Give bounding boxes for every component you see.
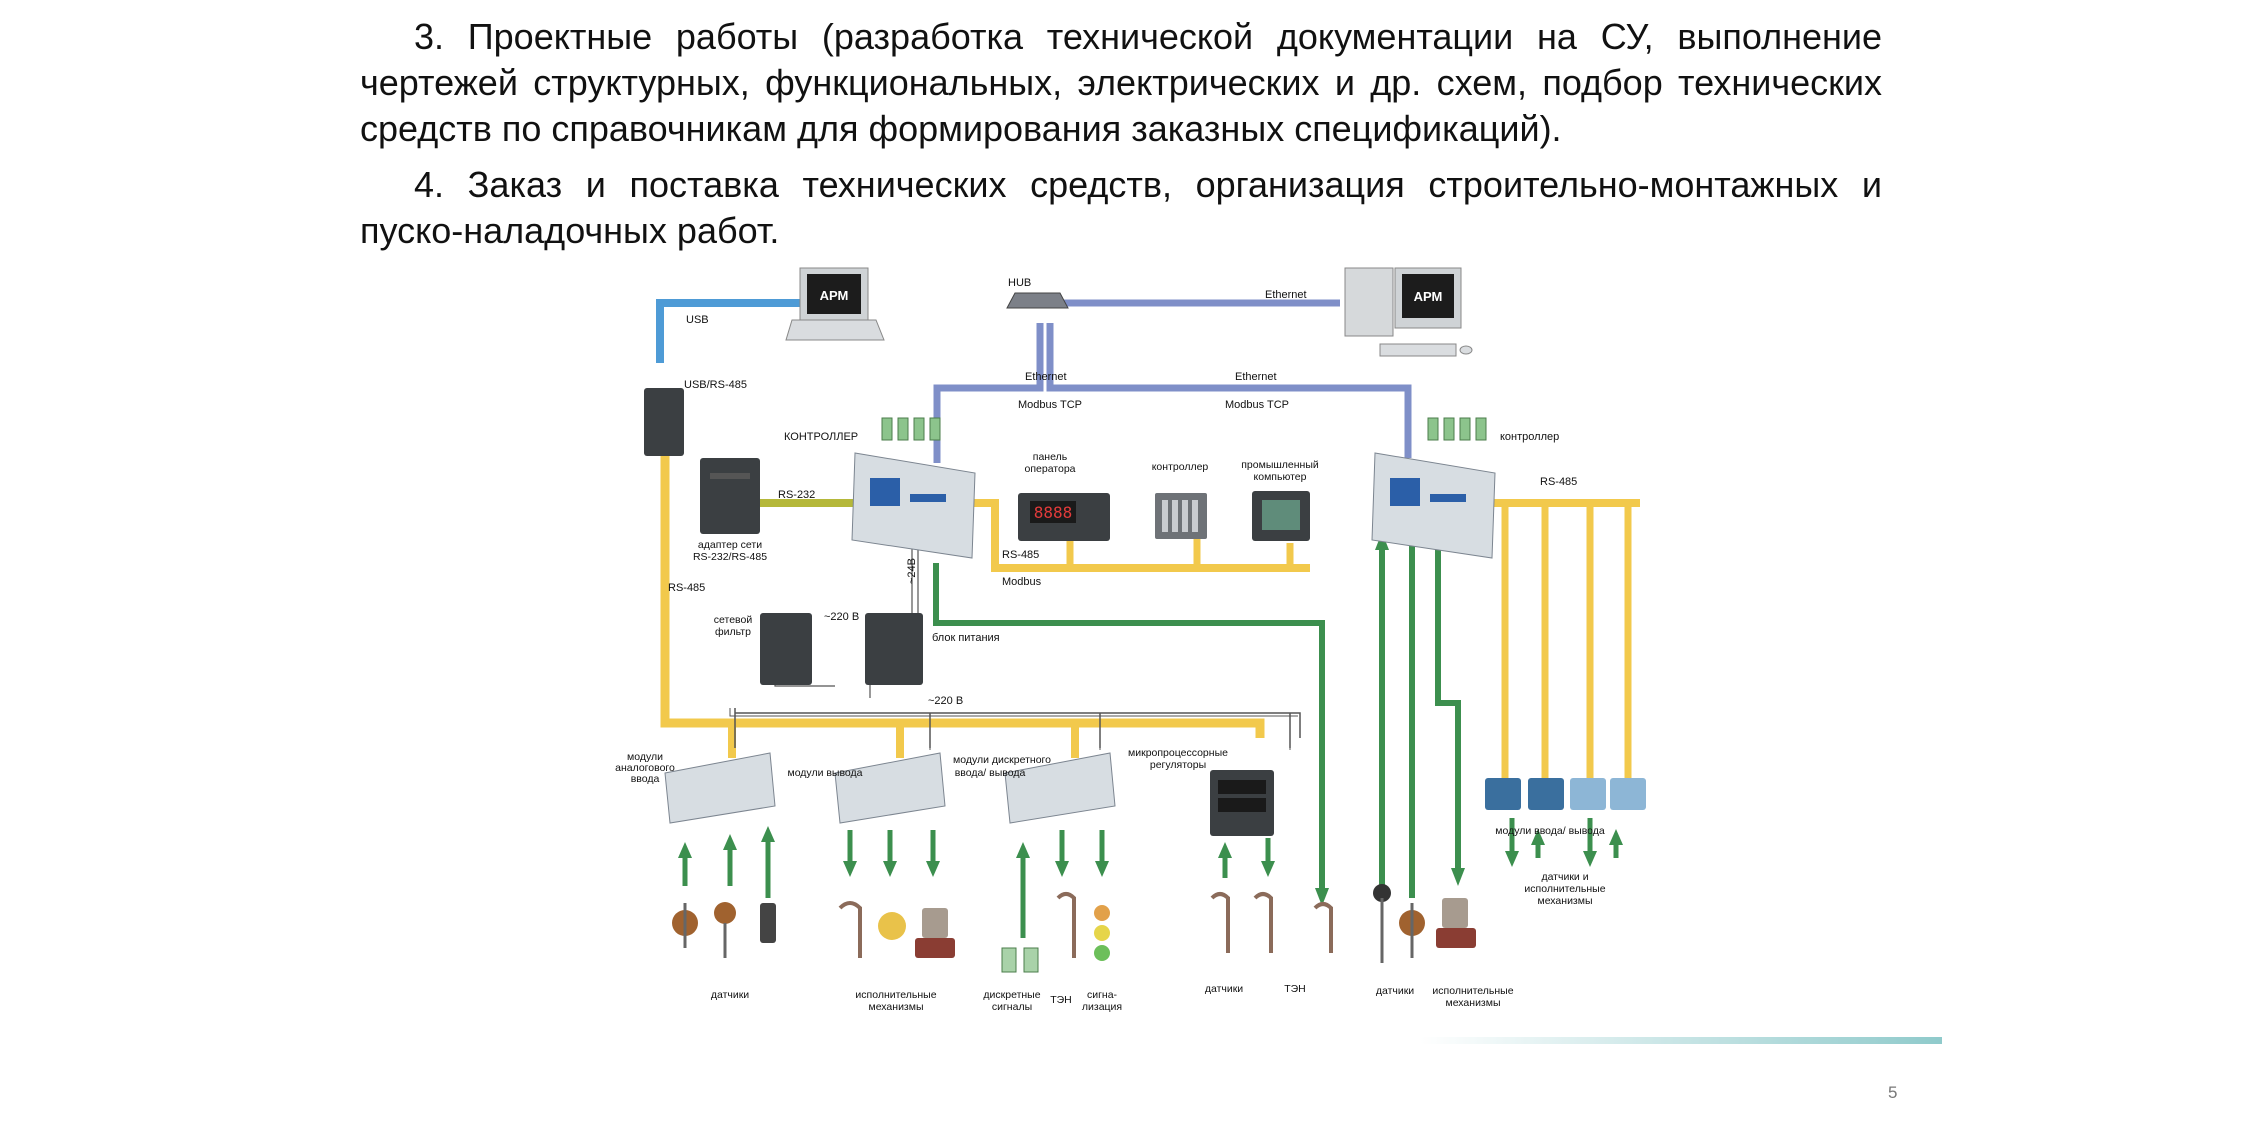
sensors-icon: [672, 902, 776, 958]
ethernet-label-top: Ethernet: [1265, 289, 1307, 301]
ethernet-to-right-controller: [1046, 323, 1412, 458]
rs232-label: RS-232: [778, 489, 815, 501]
actuators-label-2a: исполнительные: [1432, 985, 1513, 997]
v220-label-bottom: ~220 В: [928, 695, 963, 707]
regulator-label-1: микропроцессорные: [1128, 747, 1228, 759]
io-modules-right: [1485, 778, 1646, 810]
arm-label-left: АРМ: [820, 288, 849, 303]
actuators-icon: [838, 901, 955, 958]
output-module-label: модули вывода: [787, 767, 862, 779]
modbus-tcp-label-left: Modbus TCP: [1018, 399, 1082, 411]
controller-label-right: контроллер: [1500, 431, 1559, 443]
usb-rs485-converter: [644, 388, 684, 456]
discrete-label-2: сигналы: [992, 1001, 1032, 1013]
power-supply: [865, 613, 923, 685]
ten-label-2: ТЭН: [1284, 983, 1306, 995]
output-module: [834, 752, 946, 824]
actuators-label-1b: механизмы: [868, 1001, 923, 1013]
usb-cable: [656, 299, 805, 363]
pc-label-1: промышленный: [1241, 459, 1319, 471]
ten-label-1: ТЭН: [1050, 994, 1072, 1006]
rs485-main-bus: [660, 398, 1265, 738]
v24-label: ~24В: [906, 558, 918, 584]
sensors-label-1: датчики: [711, 989, 749, 1001]
controller-label-left: КОНТРОЛЛЕР: [784, 431, 858, 443]
sensors-label-3: датчики: [1376, 985, 1414, 997]
page-number: 5: [1888, 1083, 1898, 1102]
laptop-arm-icon: АРМ: [785, 267, 885, 341]
signal-label-2: лизация: [1082, 1001, 1122, 1013]
power-wire-220v: [734, 708, 1301, 748]
plc-controller: [1155, 493, 1207, 539]
ethernet-to-left-controller: [933, 323, 1044, 463]
usb-rs485-label: USB/RS-485: [684, 379, 747, 391]
filter-label-2: фильтр: [715, 626, 751, 638]
sensors-actuators-label-2: исполнительные: [1524, 883, 1605, 895]
arm-label-right: АРМ: [1414, 289, 1443, 304]
regulator-label-2: регуляторы: [1150, 759, 1206, 771]
ai-label-3: ввода: [631, 773, 660, 785]
paragraph-order-delivery: 4. Заказ и поставка технических средств,…: [360, 164, 1882, 251]
sensors-label-2: датчики: [1205, 983, 1243, 995]
discrete-label-1: дискретные: [983, 989, 1040, 1001]
v220-label-top: ~220 В: [824, 611, 859, 623]
rs485-label-middle: RS-485: [1002, 549, 1039, 561]
signal-label-1: сигна-: [1087, 989, 1118, 1001]
operator-panel: 8888: [1018, 493, 1110, 541]
paragraph-project-works: 3. Проектные работы (разработка техничес…: [360, 16, 1882, 149]
rs485-label-right: RS-485: [1540, 476, 1577, 488]
right-field-devices: [1373, 884, 1476, 963]
io-module-label: модули ввода/ вывода: [1495, 825, 1605, 837]
ethernet-label-left: Ethernet: [1025, 371, 1067, 383]
bottom-accent-line: [1420, 1037, 1942, 1044]
dio-label-2: ввода/ вывода: [955, 767, 1026, 779]
left-controller: [851, 417, 976, 559]
psu-label: блок питания: [932, 632, 1000, 644]
dio-label-1: модули дискретного: [953, 754, 1051, 766]
actuators-label-2b: механизмы: [1445, 997, 1500, 1009]
hub-label: HUB: [1008, 277, 1031, 289]
adapter-label-2: RS-232/RS-485: [693, 551, 767, 563]
actuators-label-1a: исполнительные: [855, 989, 936, 1001]
adapter-label-1: адаптер сети: [698, 539, 762, 551]
hub-icon: HUB: [1006, 277, 1069, 309]
plc-label: контроллер: [1152, 461, 1209, 473]
panel-display: 8888: [1034, 503, 1073, 522]
pc-label-2: компьютер: [1254, 471, 1307, 483]
rs485-label-left: RS-485: [668, 582, 705, 594]
ai-label-1: модули: [627, 751, 663, 763]
usb-label: USB: [686, 314, 709, 326]
regulator-field-devices: [1210, 892, 1333, 953]
analog-input-module: [664, 752, 776, 824]
sensors-actuators-label-3: механизмы: [1537, 895, 1592, 907]
network-filter: [760, 613, 812, 685]
modbus-label: Modbus: [1002, 576, 1042, 588]
ai-label-2: аналогового: [615, 762, 675, 774]
discrete-io-module: [1004, 752, 1116, 824]
filter-label-1: сетевой: [714, 614, 753, 626]
signal-line-left-controller: [933, 563, 1325, 898]
modbus-tcp-label-right: Modbus TCP: [1225, 399, 1289, 411]
panel-label-2: оператора: [1024, 463, 1075, 475]
discrete-signals-icon: [1001, 892, 1110, 973]
control-system-structure-diagram: АРМ АРМ HUB 8888: [615, 267, 1646, 1013]
ethernet-label-right: Ethernet: [1235, 371, 1277, 383]
industrial-computer: [1252, 491, 1310, 541]
right-controller: [1371, 417, 1496, 559]
panel-label-1: панель: [1033, 451, 1068, 463]
network-adapter: [700, 458, 760, 534]
microprocessor-regulator: [1210, 770, 1274, 836]
desktop-arm-icon: АРМ: [1344, 267, 1473, 357]
rs485-modbus-branch: [960, 499, 1310, 572]
sensors-actuators-label-1: датчики и: [1541, 871, 1588, 883]
